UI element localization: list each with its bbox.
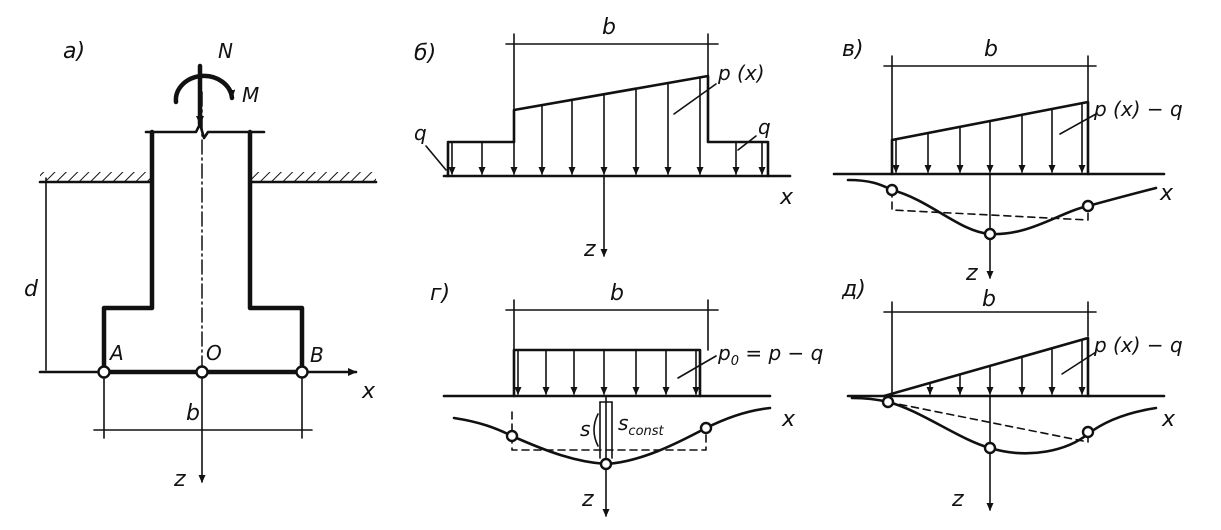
label-b-point: B xyxy=(310,343,324,367)
panel-d: д) b x z p (x) − q xyxy=(841,277,1183,512)
label-b-b: b xyxy=(602,15,616,40)
moment-m-arrow xyxy=(173,73,236,105)
label-o: O xyxy=(206,341,222,365)
leader-q-left-b xyxy=(425,145,447,171)
node-b xyxy=(295,365,309,379)
label-p-d: p (x) − q xyxy=(1093,333,1183,357)
node-center-v xyxy=(983,227,997,241)
load-arrows-d xyxy=(926,339,1086,395)
load-arrows-g xyxy=(514,349,700,395)
label-z-g: z xyxy=(581,487,594,512)
panel-b: б) b x z p (x) q q xyxy=(414,15,794,262)
leader-p-d xyxy=(1061,351,1097,375)
label-b-v: b xyxy=(984,37,998,62)
label-b-g: b xyxy=(610,281,624,306)
label-z-a: z xyxy=(173,467,186,492)
ground-hatch-left xyxy=(40,172,152,182)
settlement-curve-d xyxy=(850,396,1158,455)
label-p-b: p (x) xyxy=(717,61,765,85)
column-top-break xyxy=(144,122,266,140)
panel-b-tag: б) xyxy=(414,41,436,66)
node-o xyxy=(195,365,209,379)
panel-a-tag: а) xyxy=(63,39,85,64)
label-x-g: x xyxy=(781,407,796,432)
label-n: N xyxy=(218,39,233,63)
load-outline-g xyxy=(512,348,702,398)
label-b-width: b xyxy=(186,401,200,426)
label-z-b: z xyxy=(583,237,596,262)
panel-v-tag: в) xyxy=(842,37,864,62)
node-right-g xyxy=(699,421,713,435)
panel-a: а) N M d x A O B xyxy=(24,39,378,492)
panel-g-tag: г) xyxy=(430,281,450,306)
node-right-v xyxy=(1081,199,1095,213)
leader-q-right-b xyxy=(737,135,757,151)
node-center-d xyxy=(983,441,997,455)
label-sconst: sconst xyxy=(618,411,665,439)
load-outline-b xyxy=(446,74,770,178)
load-outline-d xyxy=(882,336,1090,398)
s-brace xyxy=(593,413,599,447)
label-b-d: b xyxy=(982,287,996,312)
label-m: M xyxy=(242,83,259,107)
ground-hatch-right xyxy=(252,172,376,182)
node-left-d xyxy=(881,395,895,409)
label-q-right-b: q xyxy=(758,115,771,139)
label-x-b: x xyxy=(779,185,794,210)
node-a xyxy=(97,365,111,379)
label-d: d xyxy=(24,277,39,302)
node-right-d xyxy=(1081,425,1095,439)
load-arrows-b xyxy=(448,77,766,175)
settlement-rect-d xyxy=(887,401,1089,443)
leader-p-b xyxy=(673,83,717,115)
label-p0: p0 = p − q xyxy=(717,341,823,369)
ground-surface xyxy=(38,172,378,184)
node-left-v xyxy=(885,183,899,197)
label-x-v: x xyxy=(1159,181,1174,206)
settlement-rect-v xyxy=(891,189,1089,221)
label-a: A xyxy=(108,341,124,365)
label-q-left-b: q xyxy=(414,121,427,145)
panel-d-tag: д) xyxy=(841,277,866,302)
panel-v: в) b x z p (x) − q xyxy=(832,37,1183,286)
foundation-outline xyxy=(101,129,305,375)
label-s: s xyxy=(580,417,590,441)
node-center-g xyxy=(599,457,613,471)
label-z-v: z xyxy=(965,261,978,286)
settlement-rect-g xyxy=(511,411,707,451)
node-left-g xyxy=(505,429,519,443)
label-z-d: z xyxy=(951,487,964,512)
load-arrows-v xyxy=(892,102,1086,173)
leader-p0 xyxy=(677,355,717,379)
label-p-v: p (x) − q xyxy=(1093,97,1183,121)
panel-g: г) b x z s sconst p0 = p − q xyxy=(430,281,823,517)
label-x-d: x xyxy=(1161,407,1176,432)
leader-p-v xyxy=(1059,113,1097,135)
label-x-a: x xyxy=(361,379,376,404)
